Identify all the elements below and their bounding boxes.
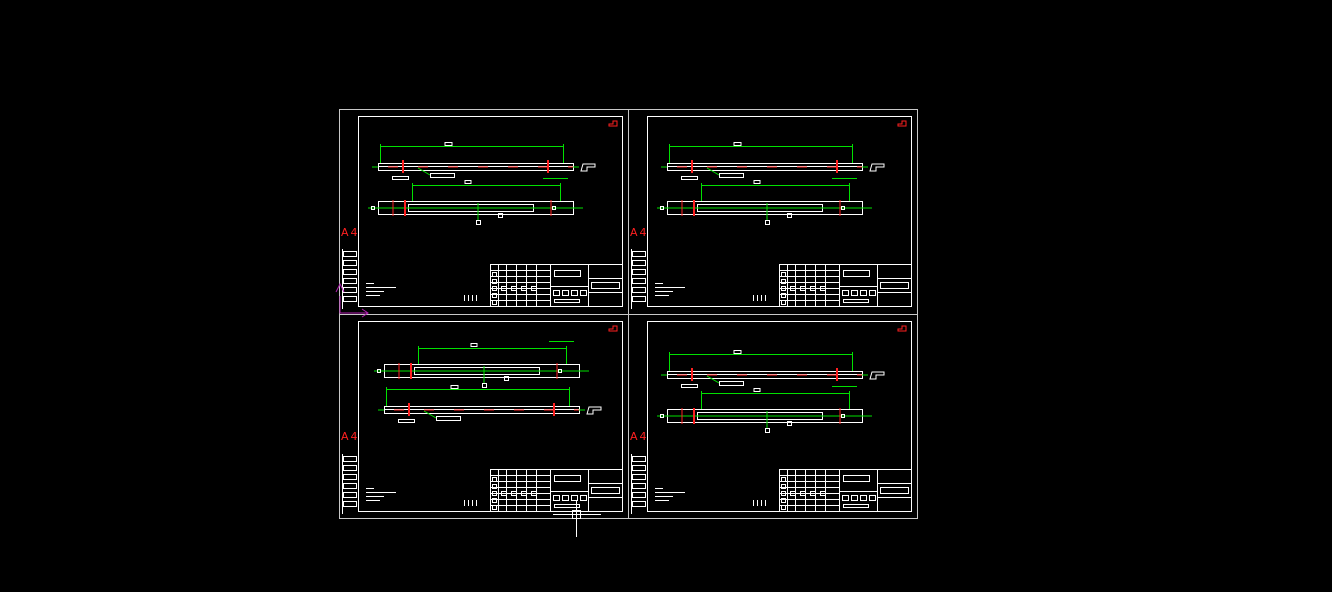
sheet-size-label: A4 <box>341 226 360 239</box>
drawing-sheet <box>631 116 912 309</box>
ucs-axis-icon <box>335 282 369 318</box>
drawing-sheet <box>342 321 623 514</box>
drawing-sheet <box>631 321 912 514</box>
sheet-size-label: A4 <box>630 226 649 239</box>
drawing-sheet-grid <box>339 109 918 519</box>
sheet-size-label: A4 <box>341 430 360 443</box>
sheet-size-label: A4 <box>630 430 649 443</box>
drawing-sheet <box>342 116 623 309</box>
crosshair-cursor-icon <box>553 500 601 537</box>
